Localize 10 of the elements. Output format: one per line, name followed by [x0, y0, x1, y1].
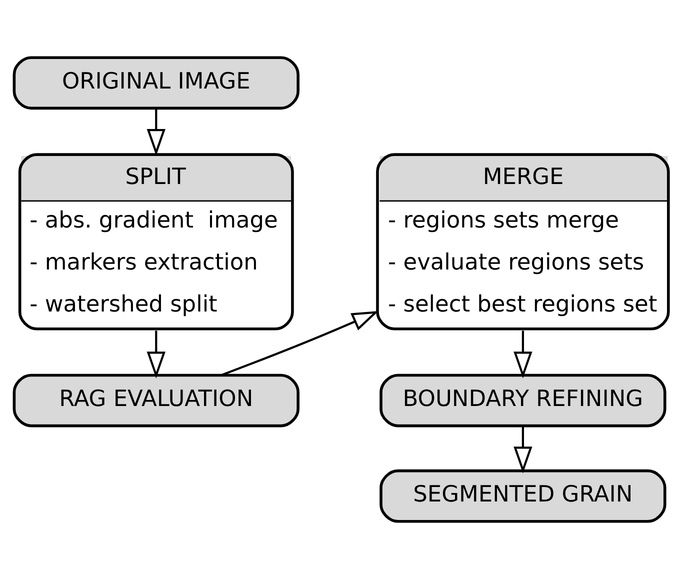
arrow	[514, 426, 532, 473]
arrow	[146, 330, 166, 378]
arrow	[514, 330, 532, 378]
arrow	[221, 310, 379, 376]
node-box: SEGMENTED GRAIN	[380, 468, 666, 522]
node-box: SPLIT - abs. gradient image - markers extraction - watershed split	[18, 152, 294, 330]
node-box: BOUNDARY REFINING	[380, 373, 666, 427]
node-box: RAG EVALUATION	[12, 373, 300, 427]
node-box: ORIGINAL IMAGE	[12, 56, 300, 110]
arrow	[146, 108, 166, 156]
